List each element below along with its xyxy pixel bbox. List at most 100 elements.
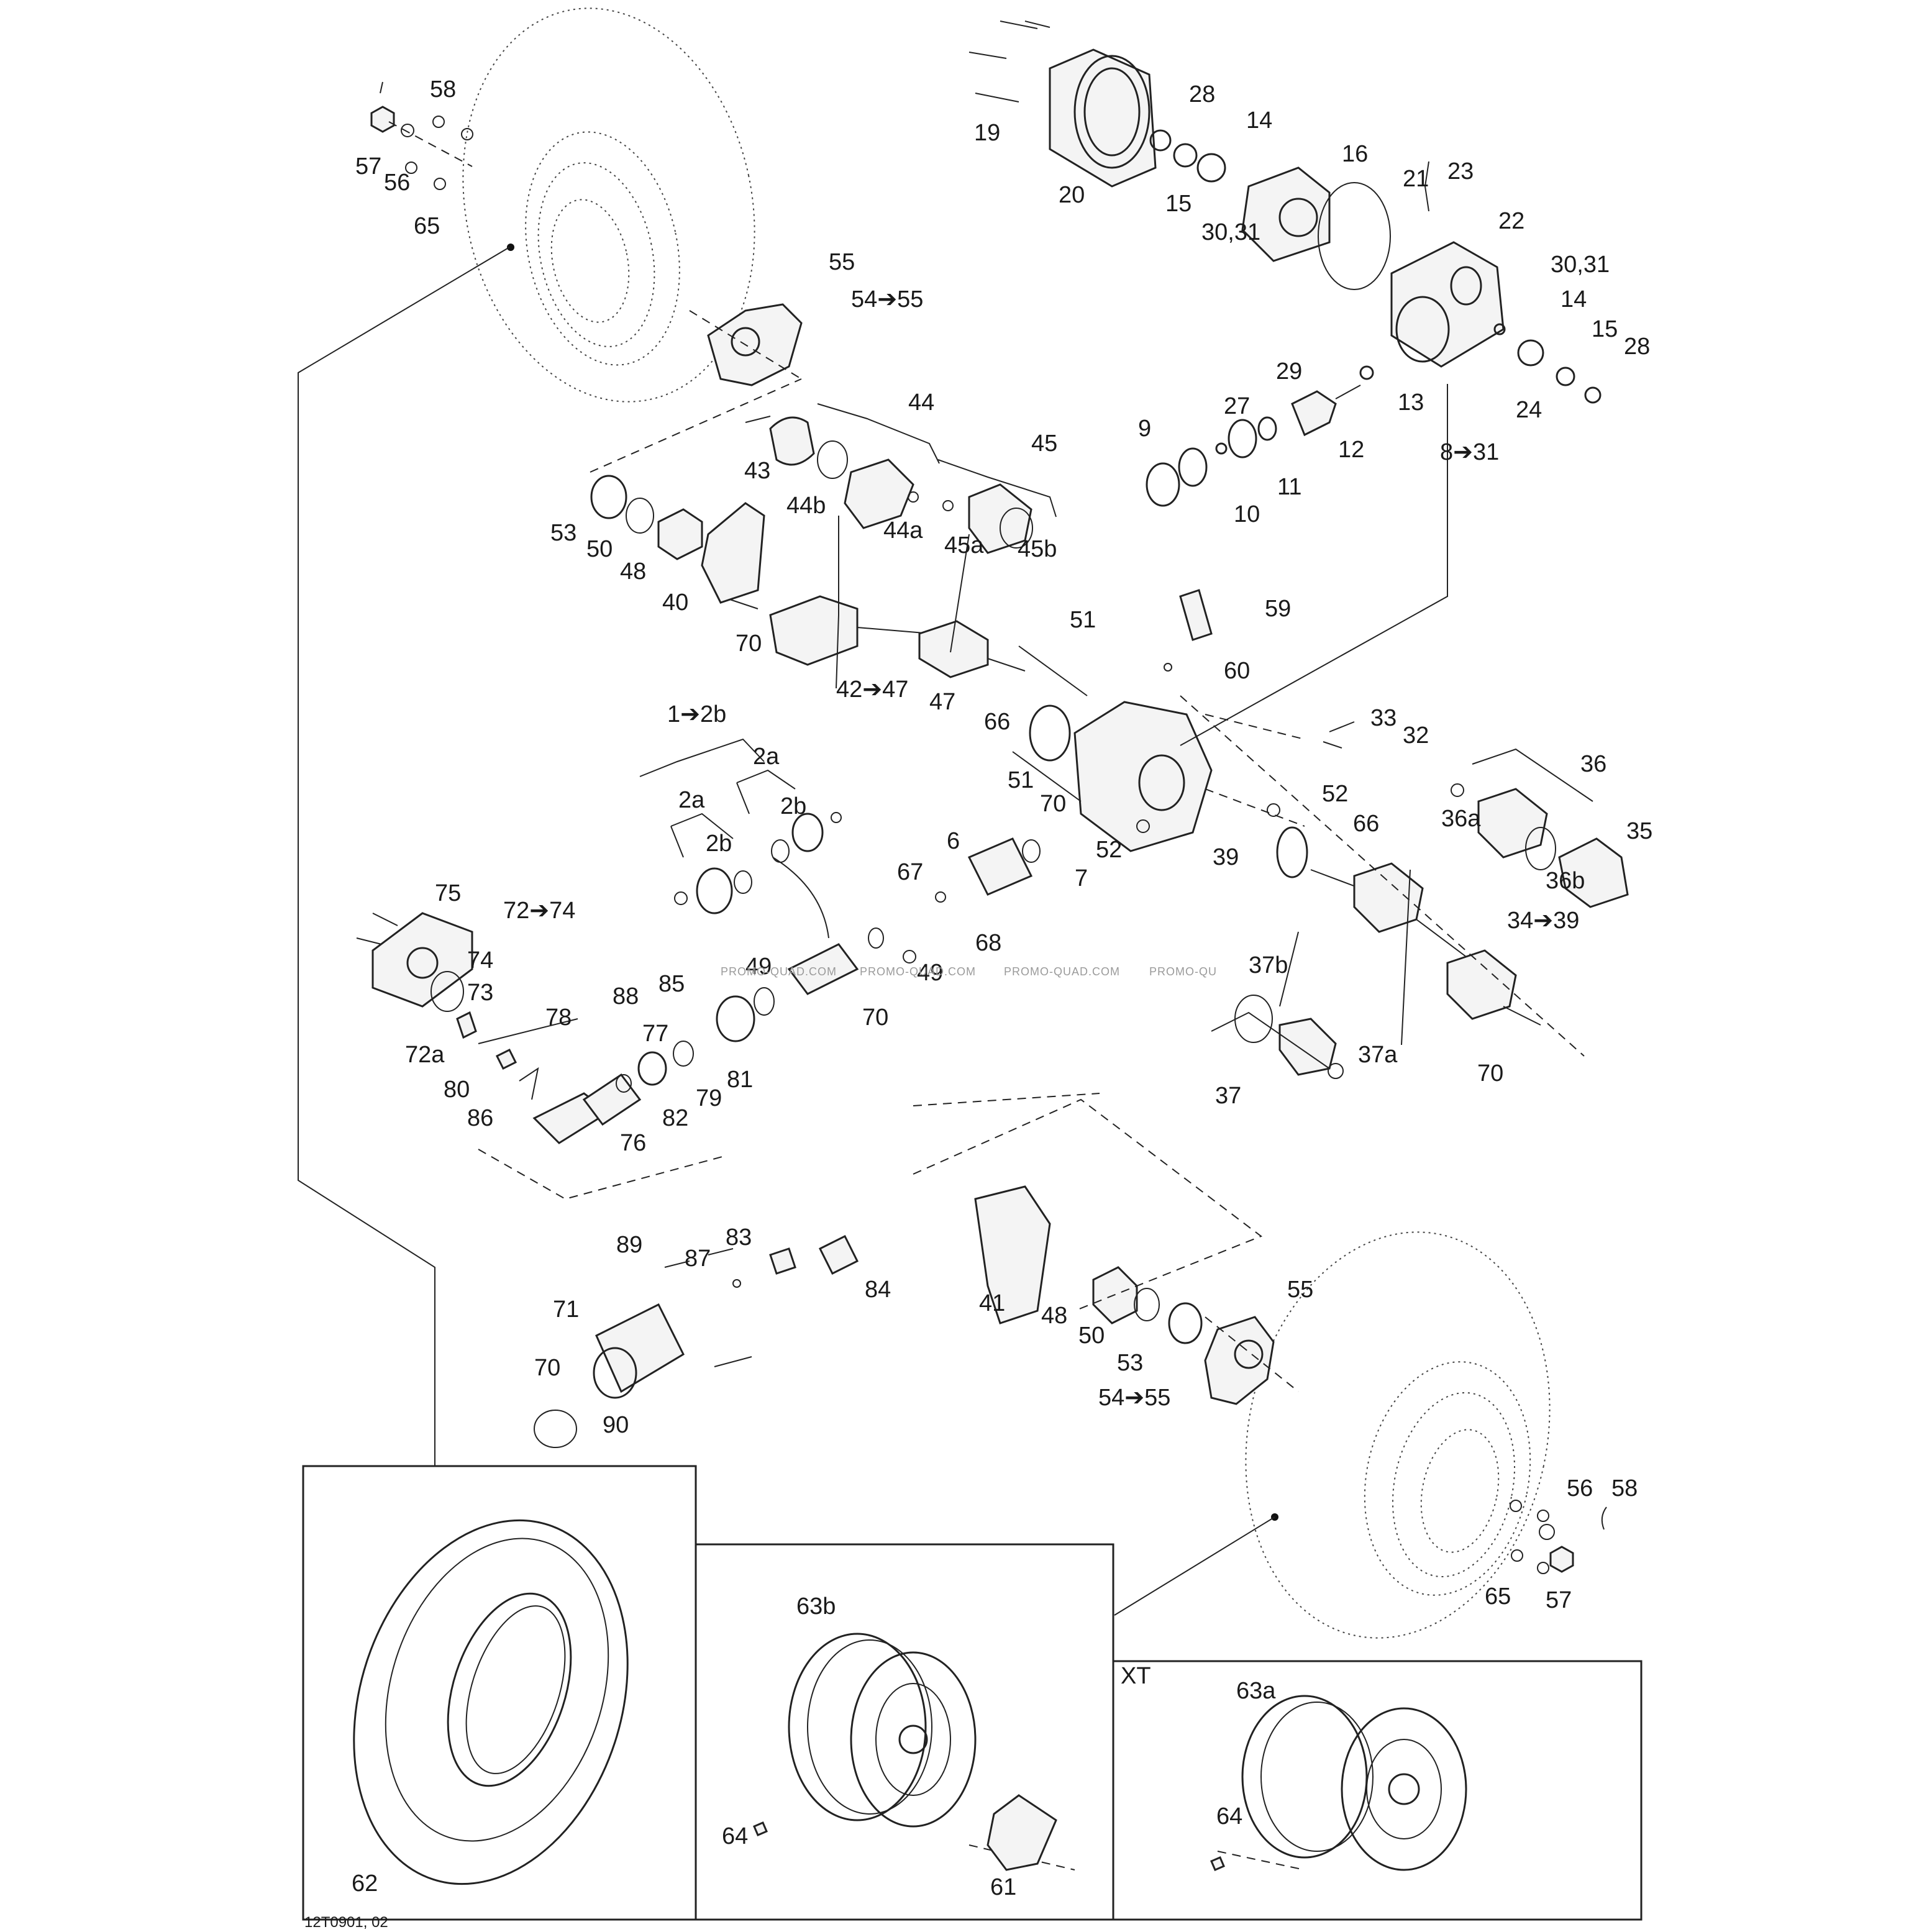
callout-48-top: 48: [620, 558, 646, 585]
callout-xt: XT: [1121, 1663, 1151, 1689]
callout-43: 43: [744, 458, 770, 484]
callout-70-a: 70: [736, 631, 762, 657]
panel-rim-xt: [1112, 1660, 1643, 1921]
callout-68: 68: [975, 930, 1001, 956]
callout-33: 33: [1370, 705, 1397, 731]
callout-61: 61: [990, 1874, 1016, 1900]
callout-67: 67: [897, 859, 923, 885]
wheel-top-left: [462, 7, 755, 403]
callout-75: 75: [435, 880, 461, 906]
pinion-stack: [1146, 365, 1374, 507]
callout-16: 16: [1342, 141, 1368, 167]
callout-30-31-top: 30,31: [1201, 219, 1260, 245]
callout-82: 82: [662, 1105, 688, 1131]
callout-78: 78: [545, 1005, 572, 1031]
callout-11: 11: [1277, 474, 1301, 500]
callout-56-top: 56: [384, 170, 410, 196]
dash-lower-box: [913, 1098, 1263, 1311]
callout-2a-left: 2a: [678, 787, 705, 813]
callout-58-bottom: 58: [1611, 1475, 1638, 1501]
callout-36a: 36a: [1441, 806, 1481, 832]
callout-45a: 45a: [944, 532, 984, 558]
callout-90: 90: [603, 1412, 629, 1438]
callout-70-c: 70: [862, 1005, 888, 1031]
callout-8-31: 8➔31: [1440, 439, 1499, 465]
callout-85: 85: [658, 971, 685, 997]
callout-37a: 37a: [1358, 1042, 1398, 1068]
callout-45b: 45b: [1018, 536, 1057, 562]
callout-24: 24: [1516, 397, 1542, 423]
watermark-text: PROMO-QU: [1149, 965, 1217, 978]
callout-66-right: 66: [1353, 811, 1379, 837]
callout-40: 40: [662, 590, 688, 616]
panel-rim-standard: [695, 1543, 1114, 1921]
callout-29: 29: [1276, 358, 1302, 385]
callout-66-left: 66: [984, 709, 1010, 735]
knuckle-upper: [590, 475, 765, 604]
hub-top: [689, 303, 803, 386]
callout-49-right: 49: [917, 960, 943, 986]
callout-50-top: 50: [586, 536, 613, 562]
callout-76: 76: [620, 1130, 646, 1156]
rim-63a: [1210, 1695, 1467, 1871]
callout-51-top: 51: [1070, 607, 1096, 633]
callout-6: 6: [947, 828, 960, 854]
knuckle-lower: [974, 1185, 1203, 1344]
callout-28-top: 28: [1189, 81, 1215, 107]
callout-70-e: 70: [534, 1355, 560, 1381]
callout-64-right: 64: [1216, 1803, 1242, 1829]
axle-center-stack: [674, 812, 1041, 1042]
callout-88: 88: [613, 983, 639, 1009]
callout-89: 89: [616, 1232, 642, 1258]
callout-41: 41: [979, 1290, 1005, 1316]
callout-32: 32: [1403, 722, 1429, 749]
tire-62: [353, 1519, 629, 1885]
drawing-reference: 12T0901, 02: [304, 1914, 388, 1931]
callout-72a: 72a: [405, 1042, 445, 1068]
callout-65-top: 65: [414, 213, 440, 239]
callout-42-47: 42➔47: [836, 677, 908, 703]
watermark-text: PROMO-QUAD.COM: [860, 965, 976, 978]
housing-71: [534, 1234, 859, 1448]
callout-55-bottom: 55: [1287, 1277, 1313, 1303]
watermark-text: PROMO-QUAD.COM: [1004, 965, 1120, 978]
callout-45: 45: [1031, 431, 1057, 457]
callout-54-55-top: 54➔55: [851, 286, 923, 312]
callout-65-bottom: 65: [1485, 1583, 1511, 1610]
callout-53-top: 53: [550, 520, 576, 546]
callout-48-bottom: 48: [1041, 1303, 1067, 1329]
callout-63b: 63b: [796, 1593, 836, 1620]
callout-47: 47: [929, 689, 955, 715]
dash-wheel-lower: [968, 1844, 1305, 1870]
callout-50-bottom: 50: [1078, 1323, 1105, 1349]
callout-36b: 36b: [1546, 868, 1585, 894]
callout-44a: 44a: [883, 517, 923, 544]
callout-2b-left: 2b: [706, 831, 732, 857]
wheel-nuts-bottom: [1510, 1500, 1607, 1574]
rim-63b: [753, 1633, 1057, 1871]
callout-87: 87: [685, 1246, 711, 1272]
panel-tire: [302, 1465, 697, 1921]
callout-15-right: 15: [1592, 316, 1618, 342]
boot-kit-37: [1234, 995, 1344, 1079]
callout-56-bottom: 56: [1567, 1475, 1593, 1501]
callout-57-bottom: 57: [1546, 1587, 1572, 1613]
callout-77: 77: [642, 1021, 668, 1047]
callout-44: 44: [908, 390, 934, 416]
watermark-text: PROMO-QUAD.COM: [721, 965, 837, 978]
callout-30-31-right: 30,31: [1551, 252, 1610, 278]
callout-55-top: 55: [829, 249, 855, 275]
callout-80: 80: [444, 1077, 470, 1103]
callout-14-right: 14: [1561, 286, 1587, 312]
callout-54-55-bottom: 54➔55: [1098, 1385, 1170, 1411]
actuator: [356, 912, 578, 1100]
callout-58-top: 58: [430, 76, 456, 103]
callout-59: 59: [1265, 596, 1291, 622]
input-shaft-76: [532, 1041, 694, 1144]
callout-2a-right: 2a: [753, 744, 780, 770]
callout-28-right: 28: [1624, 334, 1650, 360]
watermark-group: PROMO-QUAD.COM PROMO-QUAD.COM PROMO-QUAD.C…: [721, 965, 1217, 978]
callout-70-d: 70: [1477, 1060, 1503, 1087]
